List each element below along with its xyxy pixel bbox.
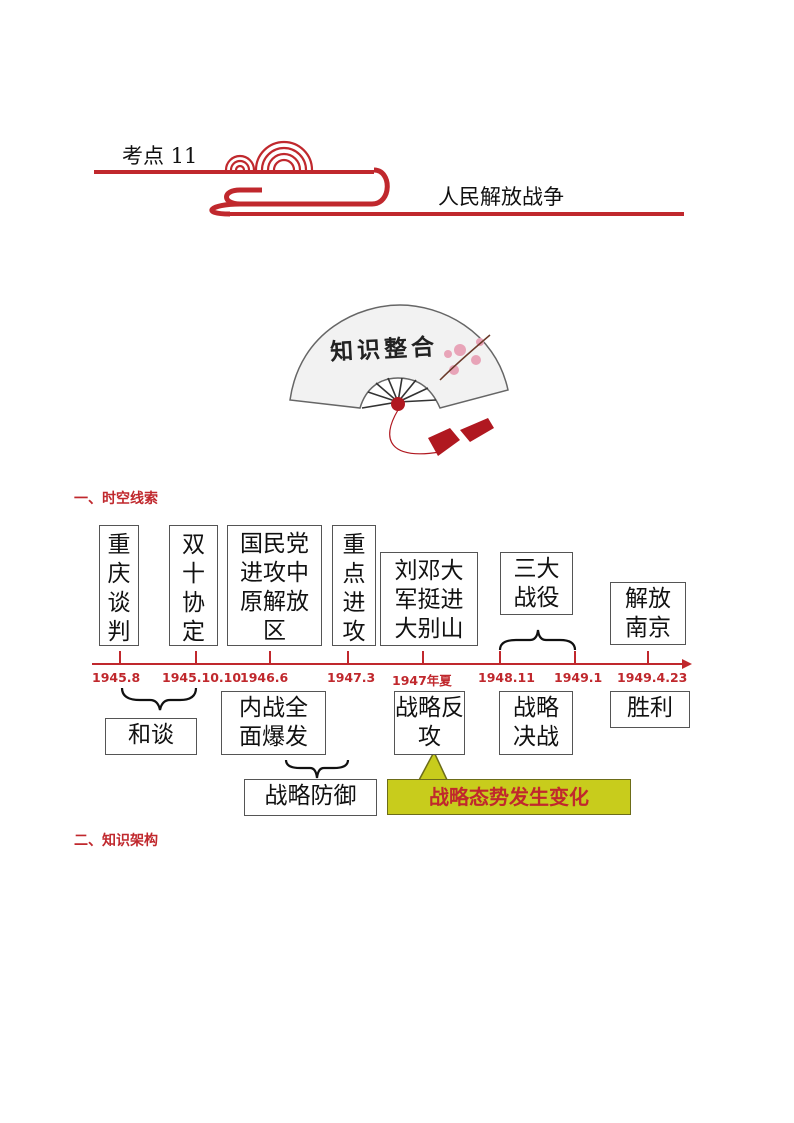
date-label: 1947年夏 <box>392 673 452 688</box>
brace-decisive <box>498 629 577 651</box>
brace-defense <box>284 759 350 779</box>
strategic-shift-highlight: 战略态势发生变化 <box>387 779 631 815</box>
section-heading-timeline: 一、时空线索 <box>74 491 158 507</box>
date-label: 1949.1 <box>554 670 603 685</box>
date-label: 1947.3 <box>327 670 376 685</box>
phase-victory: 胜利 <box>610 691 690 728</box>
event-liu-deng-dabieshan: 刘邓大 军挺进 大别山 <box>380 552 478 646</box>
header-ribbon-decoration <box>94 140 684 217</box>
phase-talks: 和谈 <box>105 718 197 755</box>
fan-illustration <box>289 304 509 456</box>
date-label: 1949.4.23 <box>617 670 688 685</box>
date-label: 1945.10.10 <box>162 670 242 685</box>
event-three-campaigns: 三大 战役 <box>500 552 573 615</box>
topic-title: 人民解放战争 <box>438 185 564 209</box>
event-liberate-nanjing: 解放 南京 <box>610 582 686 645</box>
event-double-ten-agreement: 双 十 协 定 <box>169 525 218 646</box>
date-label: 1946.6 <box>240 670 289 685</box>
section-heading-structure: 二、知识架构 <box>74 833 158 849</box>
callout-pointer <box>416 750 450 783</box>
date-label: 1945.8 <box>92 670 141 685</box>
event-key-attacks: 重 点 进 攻 <box>332 525 376 646</box>
topic-number-label: 考点 11 <box>122 144 198 168</box>
phase-war-outbreak: 内战全 面爆发 <box>221 691 326 755</box>
date-label: 1948.11 <box>478 670 535 685</box>
phase-strategic-counterattack: 战略反 攻 <box>394 691 465 755</box>
phase-strategic-decisive: 战略 决战 <box>499 691 573 755</box>
event-kmt-attack: 国民党 进攻中 原解放 区 <box>227 525 322 646</box>
event-chongqing-talks: 重 庆 谈 判 <box>99 525 139 646</box>
phase-strategic-defense: 战略防御 <box>244 779 377 816</box>
brace-talks <box>120 687 198 711</box>
timeline-axis <box>92 629 692 783</box>
